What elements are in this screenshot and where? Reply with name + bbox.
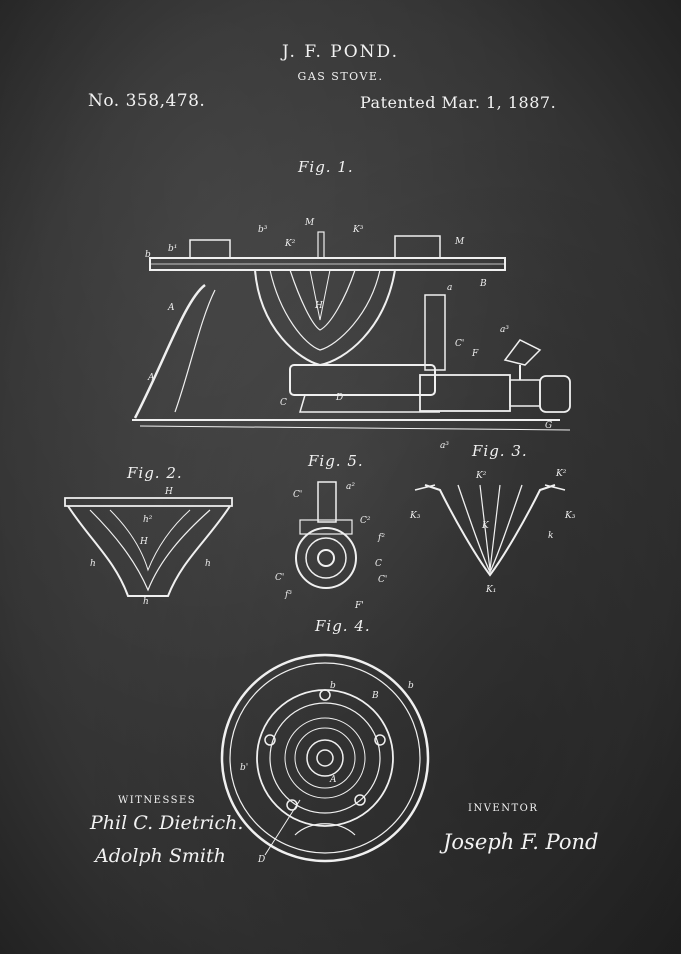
inventor-signature: Joseph F. Pond	[443, 830, 599, 854]
svg-text:H: H	[164, 487, 173, 497]
witness-signature-2: Adolph Smith	[95, 845, 226, 867]
svg-text:b¹: b¹	[168, 244, 177, 254]
svg-text:h: h	[90, 559, 96, 569]
svg-text:C': C'	[455, 339, 464, 349]
svg-text:h: h	[143, 597, 149, 607]
svg-text:K²: K²	[555, 469, 567, 479]
svg-text:K³: K³	[352, 225, 364, 235]
svg-text:K²: K²	[475, 471, 487, 481]
fig1-drawing: b b¹ b³ K² M K³ M B A a C' F a³ A' C D G…	[132, 218, 571, 451]
svg-text:M: M	[454, 237, 465, 247]
svg-text:C': C'	[378, 575, 387, 585]
svg-text:C': C'	[275, 573, 284, 583]
svg-text:b': b'	[240, 763, 248, 773]
fig4-label: Fig. 4.	[315, 617, 371, 635]
svg-text:M: M	[304, 218, 315, 228]
svg-text:f³: f³	[284, 590, 292, 600]
svg-text:A: A	[167, 303, 175, 313]
svg-text:b: b	[408, 681, 414, 691]
svg-text:K₃: K₃	[564, 511, 576, 521]
patent-date: Patented Mar. 1, 1887.	[360, 93, 557, 112]
svg-text:K²: K²	[284, 239, 296, 249]
svg-text:C: C	[280, 398, 287, 408]
svg-text:h: h	[205, 559, 211, 569]
svg-text:b³: b³	[258, 225, 268, 235]
svg-text:f²: f²	[377, 533, 385, 543]
svg-text:a²: a²	[346, 482, 355, 492]
svg-text:D: D	[257, 855, 265, 865]
inventor-label: INVENTOR	[468, 803, 539, 814]
patent-title: GAS STOVE.	[297, 70, 384, 83]
svg-text:K₃: K₃	[409, 511, 421, 521]
fig3-drawing: K² K² K₃ K₃ K k K₁	[409, 469, 576, 595]
svg-text:A': A'	[147, 373, 157, 383]
svg-text:H: H	[314, 301, 323, 311]
fig5-drawing: C' a² C² f² C C' C' f³ F'	[275, 481, 387, 611]
svg-text:b: b	[145, 250, 151, 260]
svg-text:C': C'	[293, 490, 302, 500]
svg-text:b: b	[330, 681, 336, 691]
svg-text:C: C	[375, 559, 382, 569]
svg-text:k: k	[548, 531, 553, 541]
svg-text:C²: C²	[360, 516, 371, 526]
svg-text:h²: h²	[143, 515, 153, 525]
patent-number: No. 358,478.	[88, 91, 206, 111]
fig1-label: Fig. 1.	[298, 158, 354, 176]
fig2-label: Fig. 2.	[127, 464, 183, 482]
fig5-label: Fig. 5.	[308, 452, 364, 470]
fig3-label: Fig. 3.	[472, 442, 528, 460]
inventor-name: J. F. POND.	[282, 42, 399, 62]
svg-text:B: B	[479, 279, 487, 289]
svg-text:a: a	[447, 283, 452, 293]
witness-signature-1: Phil C. Dietrich.	[90, 812, 244, 834]
svg-text:K: K	[481, 521, 490, 531]
svg-text:H: H	[139, 537, 148, 547]
svg-text:B: B	[371, 691, 379, 701]
fig2-drawing: H h² H h h h	[64, 487, 233, 607]
svg-text:F: F	[471, 349, 479, 359]
witnesses-label: WITNESSES	[118, 795, 197, 806]
svg-text:a³: a³	[440, 441, 449, 451]
svg-text:a³: a³	[500, 325, 509, 335]
svg-text:G: G	[545, 421, 552, 431]
svg-text:D: D	[335, 393, 343, 403]
svg-text:A: A	[329, 775, 337, 785]
svg-text:K₁: K₁	[485, 585, 496, 595]
fig4-drawing: b B b b' A D	[220, 653, 430, 865]
svg-text:F': F'	[354, 601, 364, 611]
